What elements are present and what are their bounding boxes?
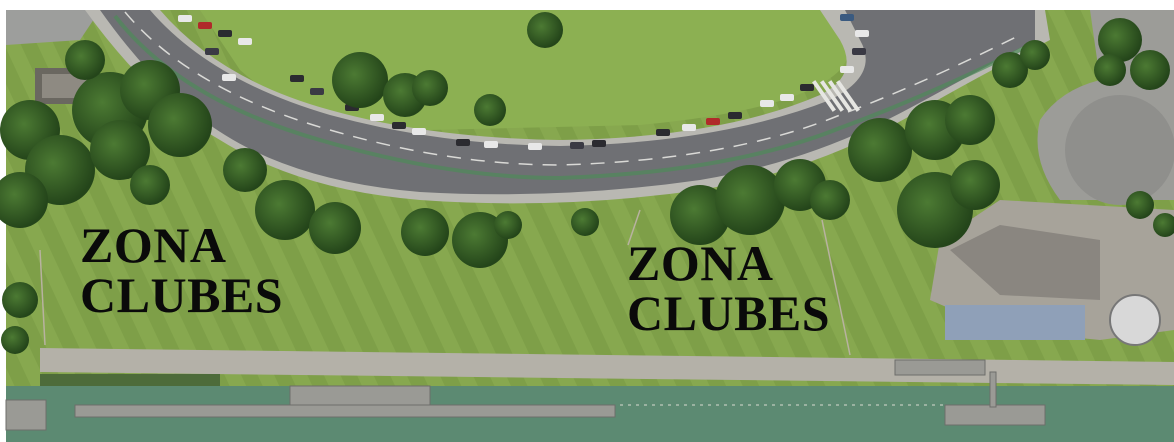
- crosswalk: [812, 80, 860, 112]
- stadium-building: [930, 200, 1174, 346]
- parked-cars: [178, 14, 869, 150]
- paved-corner: [6, 10, 100, 45]
- zona-clubes-label-right: ZONA CLUBES: [627, 238, 830, 338]
- trees: [0, 12, 1174, 354]
- fences: [39, 209, 851, 356]
- road: [100, 10, 1035, 195]
- label-line-2: CLUBES: [627, 285, 831, 341]
- bike-lane: [113, 14, 1031, 181]
- zona-clubes-label-left: ZONA CLUBES: [80, 220, 283, 320]
- road-center-line: [124, 11, 1021, 166]
- label-line-1: ZONA: [80, 217, 227, 273]
- docks: [5, 359, 1046, 431]
- reeds: [40, 374, 220, 386]
- label-line-1: ZONA: [627, 235, 774, 291]
- riverside-path: [40, 348, 1174, 385]
- roundabout: [1065, 95, 1174, 205]
- label-line-2: CLUBES: [80, 267, 284, 323]
